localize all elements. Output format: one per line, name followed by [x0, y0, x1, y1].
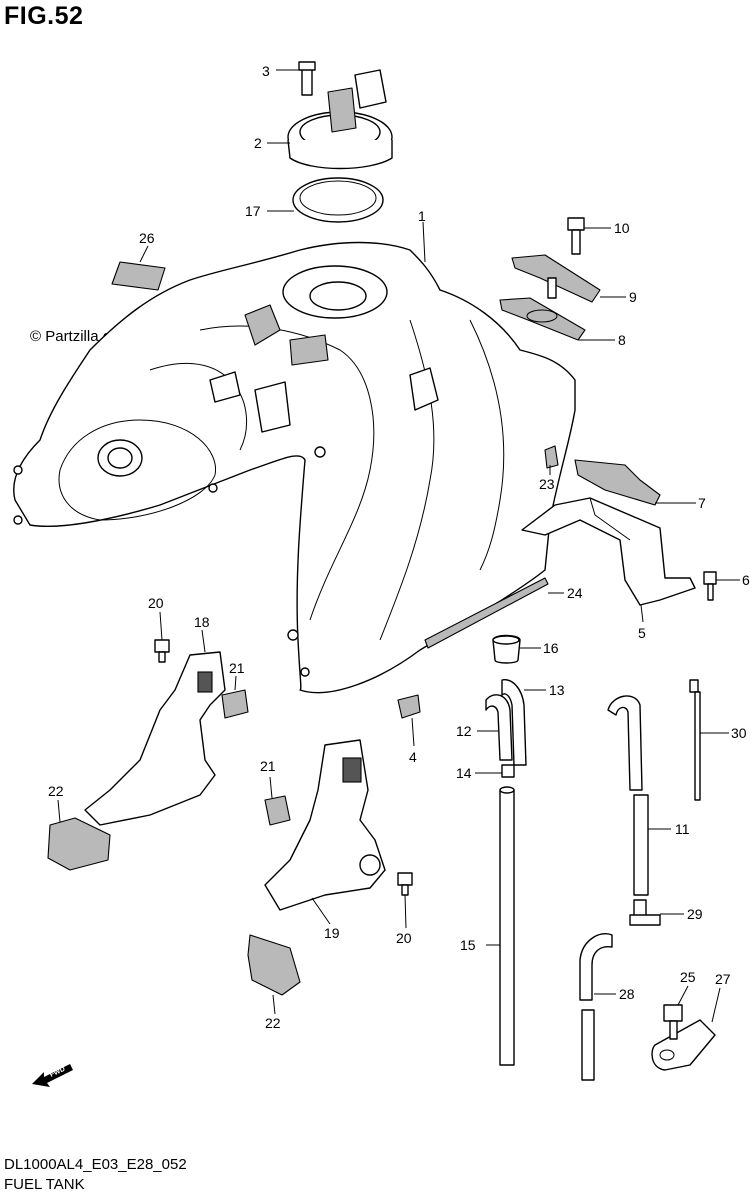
- bracket-5-drawing: [521, 497, 696, 606]
- figure-title: FIG.52: [4, 2, 84, 30]
- callout-22-left: 22: [48, 783, 64, 799]
- callout-20-left: 20: [148, 595, 164, 611]
- cap-gasket-drawing: [292, 177, 384, 223]
- callout-18: 18: [194, 614, 210, 630]
- callout-10: 10: [614, 220, 630, 236]
- callout-3: 3: [262, 63, 270, 79]
- diagram-code: DL1000AL4_E03_E28_052: [4, 1156, 187, 1173]
- callout-labels: 3 2 17 26 1 10 9 8 23 7 6 24 5 16 20 18 …: [48, 63, 750, 1031]
- callout-19: 19: [324, 925, 340, 941]
- strip-24-drawing: [424, 577, 549, 649]
- callout-12: 12: [456, 723, 472, 739]
- clip-23-drawing: [544, 445, 559, 469]
- bracket-27-drawing: [651, 1019, 716, 1071]
- callout-21-left: 21: [229, 660, 245, 676]
- callout-4: 4: [409, 749, 417, 765]
- forward-arrow-icon: FWD: [32, 1064, 73, 1087]
- bolt-10-drawing: [567, 217, 585, 255]
- plate-8-drawing: [499, 297, 586, 341]
- callout-11: 11: [675, 821, 690, 837]
- right-bracket-drawing: [247, 739, 413, 996]
- callout-9: 9: [629, 289, 637, 305]
- hose-12-13-14-15-drawing: [485, 679, 527, 1066]
- callout-27: 27: [715, 971, 731, 987]
- callout-30: 30: [731, 725, 747, 741]
- plate-9-drawing: [511, 254, 601, 303]
- joint-29-drawing: [629, 899, 661, 926]
- callout-13: 13: [549, 682, 565, 698]
- fuel-cap-drawing: [287, 61, 393, 170]
- callout-29: 29: [687, 906, 703, 922]
- cable-tie-30-drawing: [689, 679, 701, 801]
- left-bracket-drawing: [47, 639, 249, 871]
- callout-26: 26: [139, 230, 155, 246]
- callout-6: 6: [742, 572, 750, 588]
- callout-5: 5: [638, 625, 646, 641]
- callout-22-right: 22: [265, 1015, 281, 1031]
- pad-drawing: [111, 261, 166, 291]
- bolt-25-drawing: [663, 1004, 683, 1040]
- callout-16: 16: [543, 640, 559, 656]
- hose-28-drawing: [579, 933, 613, 1081]
- callout-21-right: 21: [260, 758, 276, 774]
- callout-24: 24: [567, 585, 583, 601]
- hose-11-drawing: [607, 695, 649, 896]
- callout-15: 15: [460, 937, 476, 953]
- diagram-caption: FUEL TANK: [4, 1176, 85, 1193]
- cushion-16-drawing: [492, 634, 521, 664]
- callout-23: 23: [539, 476, 555, 492]
- callout-28: 28: [619, 986, 635, 1002]
- clip-4-drawing: [397, 694, 421, 719]
- callout-8: 8: [618, 332, 626, 348]
- damper-7-drawing: [574, 459, 661, 506]
- callout-25: 25: [680, 969, 696, 985]
- callout-2: 2: [254, 135, 262, 151]
- callout-20-right: 20: [396, 930, 412, 946]
- fuel-tank-drawing: [13, 241, 576, 694]
- callout-14: 14: [456, 765, 472, 781]
- callout-1: 1: [418, 208, 426, 224]
- callout-7: 7: [698, 495, 706, 511]
- bolt-6-drawing: [703, 571, 717, 601]
- leader-lines: [57, 69, 740, 1023]
- callout-17: 17: [245, 203, 261, 219]
